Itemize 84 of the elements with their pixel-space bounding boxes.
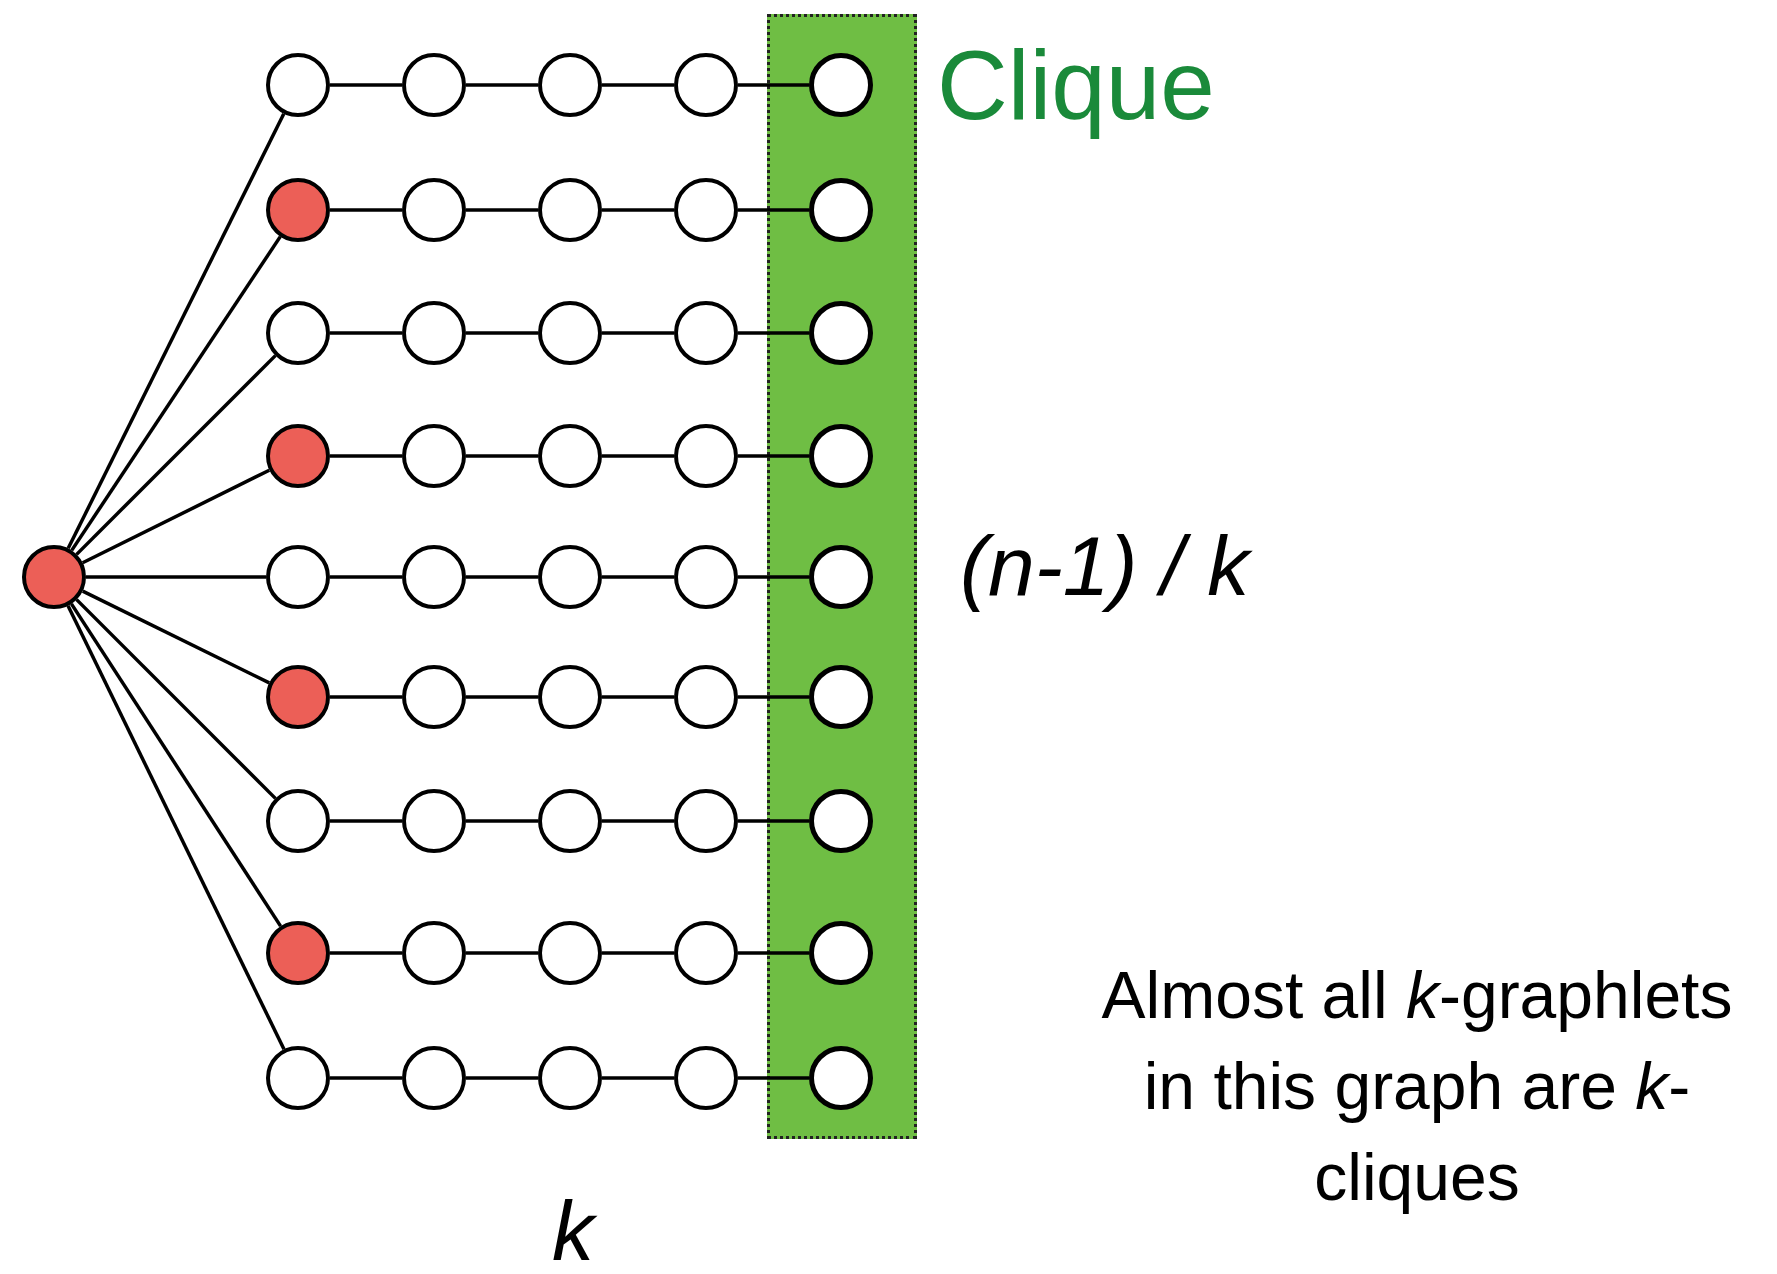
edge-line xyxy=(738,951,809,955)
edge-line xyxy=(738,1076,809,1080)
circle-node xyxy=(266,1046,330,1110)
circle-node xyxy=(402,789,466,853)
circle-node xyxy=(22,545,86,609)
edge-line xyxy=(602,331,674,335)
circle-node xyxy=(674,789,738,853)
circle-node xyxy=(674,301,738,365)
edge-line xyxy=(466,331,538,335)
edge-line xyxy=(738,454,809,458)
circle-node xyxy=(402,178,466,242)
edge-line xyxy=(602,83,674,87)
edge-line xyxy=(330,695,402,699)
edge-line xyxy=(466,1076,538,1080)
edge-line xyxy=(66,112,286,550)
circle-node xyxy=(538,53,602,117)
edge-line xyxy=(70,235,282,552)
circle-node xyxy=(266,789,330,853)
circle-node xyxy=(674,921,738,985)
circle-node xyxy=(538,1046,602,1110)
circle-node xyxy=(674,1046,738,1110)
edge-line xyxy=(75,598,277,800)
note-text: Almost all k-graphlets in this graph are k-cliques xyxy=(1100,957,1734,1216)
circle-node xyxy=(266,921,330,985)
edge-line xyxy=(330,951,402,955)
circle-node xyxy=(402,921,466,985)
edge-line xyxy=(602,695,674,699)
circle-node xyxy=(674,545,738,609)
edge-line xyxy=(330,819,402,823)
edge-line xyxy=(738,208,809,212)
edge-line xyxy=(81,589,271,685)
edge-line xyxy=(66,605,286,1050)
circle-node xyxy=(266,424,330,488)
circle-node xyxy=(402,1046,466,1110)
edge-line xyxy=(330,454,402,458)
edge-line xyxy=(330,208,402,212)
edge-line xyxy=(69,602,283,928)
edge-line xyxy=(466,819,538,823)
circle-node xyxy=(538,545,602,609)
edge-line xyxy=(738,695,809,699)
clique-label: Clique xyxy=(937,32,1215,140)
edge-line xyxy=(738,331,809,335)
circle-node xyxy=(538,178,602,242)
edge-line xyxy=(466,951,538,955)
circle-node xyxy=(674,665,738,729)
edge-line xyxy=(466,575,538,579)
edge-line xyxy=(81,468,271,565)
circle-node xyxy=(538,424,602,488)
circle-node xyxy=(402,53,466,117)
edge-line xyxy=(738,575,809,579)
edge-line xyxy=(602,454,674,458)
edge-line xyxy=(602,208,674,212)
edge-line xyxy=(330,575,402,579)
circle-node xyxy=(674,424,738,488)
edge-line xyxy=(330,83,402,87)
circle-node xyxy=(674,178,738,242)
edge-line xyxy=(75,354,277,556)
edge-line xyxy=(602,951,674,955)
circle-node xyxy=(266,301,330,365)
edge-line xyxy=(602,575,674,579)
edge-line xyxy=(466,208,538,212)
circle-node xyxy=(266,545,330,609)
circle-node xyxy=(402,665,466,729)
edge-line xyxy=(330,331,402,335)
edge-line xyxy=(602,819,674,823)
circle-node xyxy=(266,665,330,729)
edge-line xyxy=(330,1076,402,1080)
edge-line xyxy=(466,83,538,87)
edge-line xyxy=(602,1076,674,1080)
edge-line xyxy=(466,695,538,699)
circle-node xyxy=(402,545,466,609)
circle-node xyxy=(266,53,330,117)
edge-line xyxy=(738,819,809,823)
circle-node xyxy=(674,53,738,117)
edge-line xyxy=(86,575,266,579)
circle-node xyxy=(538,301,602,365)
circle-node xyxy=(538,789,602,853)
circle-node xyxy=(402,424,466,488)
edge-line xyxy=(738,83,809,87)
circle-node xyxy=(538,921,602,985)
circle-node xyxy=(266,178,330,242)
circle-node xyxy=(402,301,466,365)
edge-line xyxy=(466,454,538,458)
circle-node xyxy=(538,665,602,729)
